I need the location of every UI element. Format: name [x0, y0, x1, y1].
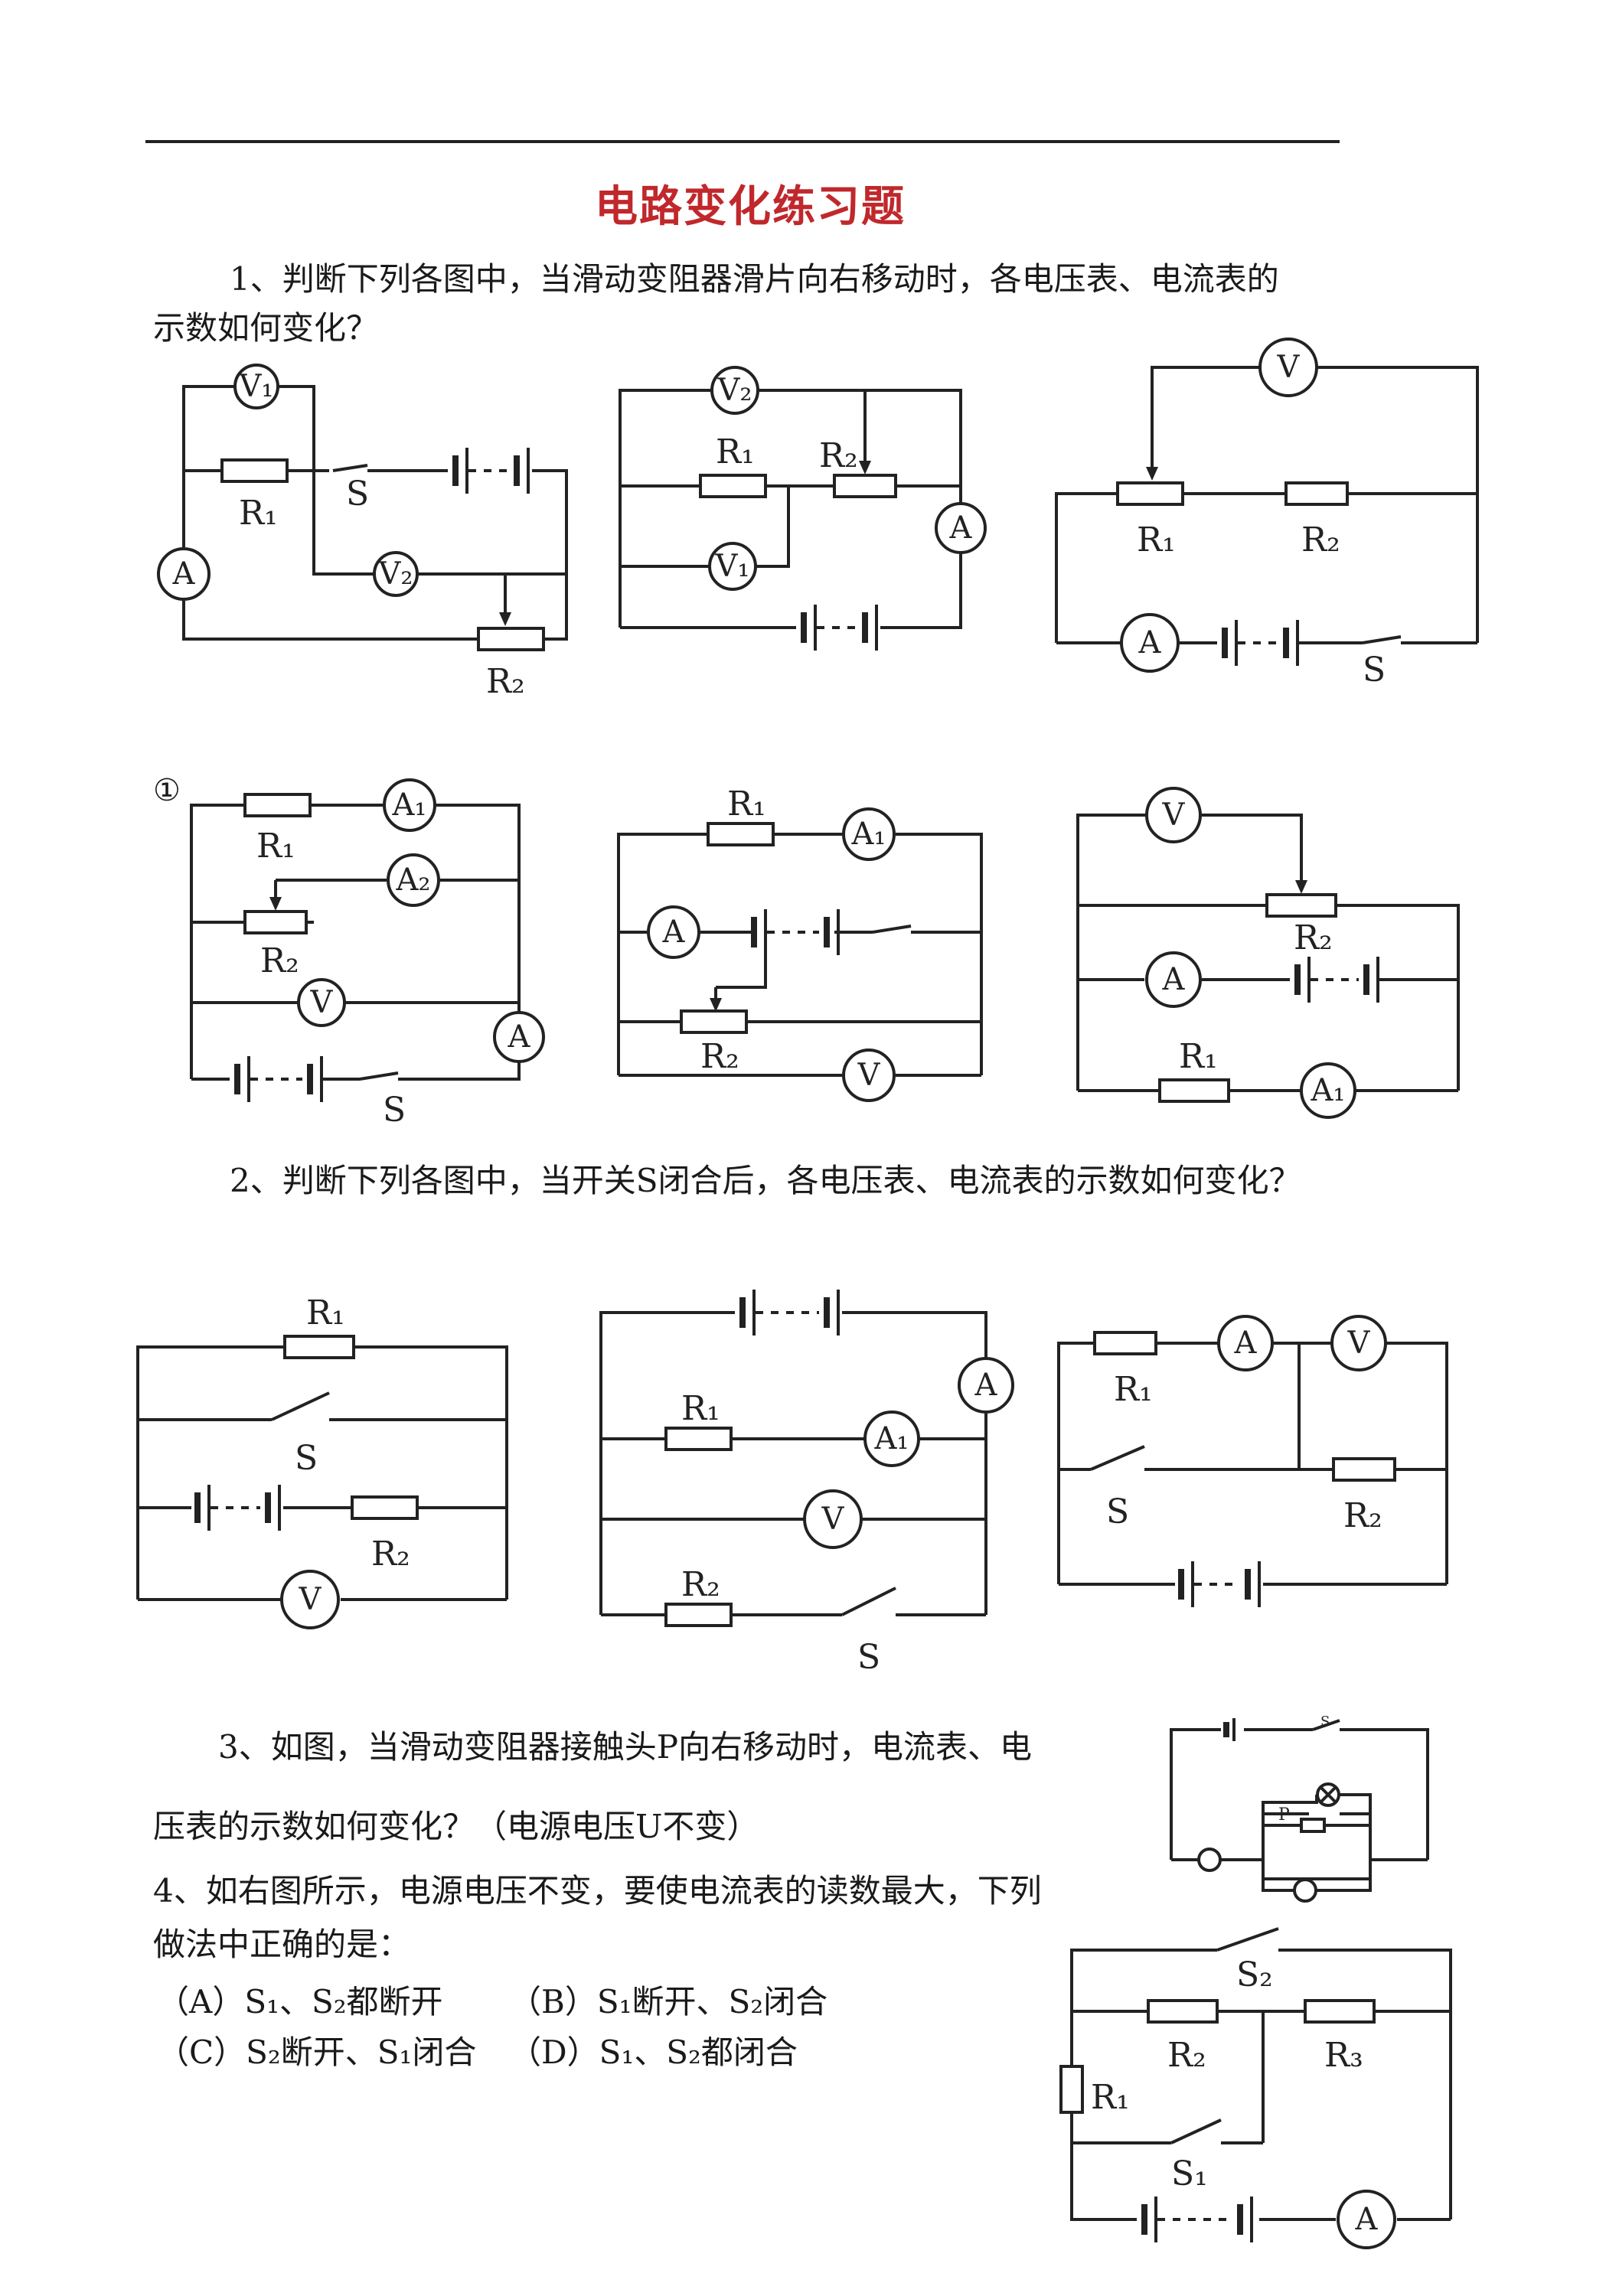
svg-text:A: A — [974, 1368, 998, 1403]
svg-text:R₂: R₂ — [1167, 2036, 1206, 2075]
svg-text:A: A — [1138, 625, 1162, 660]
svg-text:R₂: R₂ — [1343, 1496, 1382, 1535]
svg-text:P: P — [1278, 1805, 1290, 1825]
top-rule — [145, 140, 1340, 143]
circuit-1-4: A₁ A₂ V A R₁ R₂ S — [190, 778, 545, 1130]
svg-text:R₂: R₂ — [1294, 918, 1333, 957]
question-1-line-1: 1、判断下列各图中，当滑动变阻器滑片向右移动时，各电压表、电流表的 — [230, 260, 1279, 298]
svg-text:A: A — [172, 556, 196, 592]
svg-text:V: V — [857, 1058, 881, 1093]
circuit-2-1: V R₁ S R₂ — [136, 1293, 508, 1629]
svg-text:R₂: R₂ — [486, 662, 525, 701]
svg-text:V: V — [310, 985, 334, 1020]
svg-text:R₂: R₂ — [681, 1565, 720, 1604]
svg-text:R₂: R₂ — [260, 941, 299, 980]
svg-text:V: V — [1347, 1326, 1371, 1361]
svg-text:V₁: V₁ — [239, 369, 274, 404]
svg-text:A: A — [1355, 2202, 1379, 2237]
circuit-2-3: A V R₁ S R₂ — [1057, 1315, 1448, 1607]
svg-text:A₂: A₂ — [396, 863, 431, 898]
question-3-line-1: 3、如图，当滑动变阻器接触头P向右移动时，电流表、电 — [218, 1728, 1032, 1766]
svg-text:R₁: R₁ — [306, 1293, 345, 1332]
svg-text:R₃: R₃ — [1324, 2036, 1363, 2075]
circuit-1-5: A₁ A V R₁ R₂ — [617, 784, 983, 1102]
svg-text:A: A — [1234, 1326, 1258, 1361]
svg-text:R₁: R₁ — [681, 1389, 720, 1428]
svg-text:V₂: V₂ — [378, 556, 413, 592]
question-1-line-2: 示数如何变化？ — [153, 309, 379, 347]
page-title: 电路变化练习题 — [595, 181, 906, 232]
circuit-1-2: V₂ V₁ A R₁ R₂ — [619, 366, 987, 651]
svg-text:A₁: A₁ — [1311, 1073, 1346, 1108]
svg-text:V: V — [1162, 797, 1186, 833]
svg-text:A: A — [949, 510, 973, 546]
svg-text:S: S — [1363, 651, 1386, 690]
option-b: （B）S₁断开、S₂闭合 — [509, 1983, 828, 2020]
circuit-1-6: V A A₁ R₂ R₁ — [1076, 787, 1460, 1119]
question-2-text: 2、判断下列各图中，当开关S闭合后，各电压表、电流表的示数如何变化？ — [230, 1162, 1301, 1199]
svg-text:S₁: S₁ — [1171, 2154, 1208, 2193]
question-4-line-1: 4、如右图所示，电源电压不变，要使电流表的读数最大，下列 — [153, 1872, 1042, 1910]
svg-text:R₂: R₂ — [371, 1534, 410, 1574]
svg-text:S: S — [295, 1439, 318, 1478]
svg-text:R₂: R₂ — [700, 1037, 739, 1076]
svg-text:A: A — [508, 1019, 531, 1055]
option-c: （C）S₂断开、S₁闭合 — [157, 2033, 477, 2071]
svg-text:R₁: R₁ — [1179, 1037, 1218, 1076]
svg-text:R₁: R₁ — [716, 432, 755, 471]
circuit-3: P S — [1170, 1714, 1429, 1903]
svg-text:V: V — [821, 1502, 845, 1537]
svg-text:R₂: R₂ — [1301, 520, 1340, 559]
svg-text:S: S — [1106, 1492, 1129, 1531]
svg-text:S₂: S₂ — [1236, 1955, 1273, 1994]
svg-text:V₁: V₁ — [715, 549, 750, 584]
svg-text:S: S — [383, 1091, 406, 1130]
question-3-line-2: 压表的示数如何变化？（电源电压U不变） — [153, 1808, 759, 1845]
svg-text:A₁: A₁ — [851, 817, 886, 852]
svg-text:R₂: R₂ — [819, 436, 858, 475]
svg-text:A₁: A₁ — [874, 1421, 909, 1456]
svg-text:R₁: R₁ — [727, 784, 766, 823]
svg-text:A: A — [1162, 962, 1186, 997]
svg-text:R₁: R₁ — [1137, 520, 1176, 559]
option-d: （D）S₁、S₂都闭合 — [509, 2033, 798, 2071]
svg-text:R₁: R₁ — [1091, 2078, 1130, 2117]
svg-text:A: A — [662, 915, 686, 950]
svg-text:R₁: R₁ — [239, 494, 278, 533]
figure-marker: ① — [153, 773, 181, 808]
svg-text:S: S — [857, 1638, 880, 1677]
question-4-line-2: 做法中正确的是： — [153, 1926, 411, 1963]
svg-text:R₁: R₁ — [256, 827, 295, 866]
circuit-1-1: V₁ V₂ A R₁ S R₂ — [157, 364, 568, 701]
svg-text:S: S — [1320, 1714, 1330, 1730]
circuit-2-2: A A₁ V R₁ R₂ S — [599, 1290, 1014, 1677]
circuit-4: A S₂ R₂ R₃ R₁ S₁ — [1059, 1927, 1452, 2249]
circuit-1-3: V A R₁ R₂ S — [1055, 338, 1479, 690]
svg-text:S: S — [346, 475, 369, 514]
svg-text:V: V — [299, 1582, 322, 1617]
svg-text:V₂: V₂ — [717, 373, 752, 408]
option-a: （A）S₁、S₂都断开 — [157, 1983, 443, 2020]
svg-text:V: V — [1277, 350, 1301, 385]
svg-text:A₁: A₁ — [392, 788, 427, 823]
svg-text:R₁: R₁ — [1114, 1370, 1153, 1409]
